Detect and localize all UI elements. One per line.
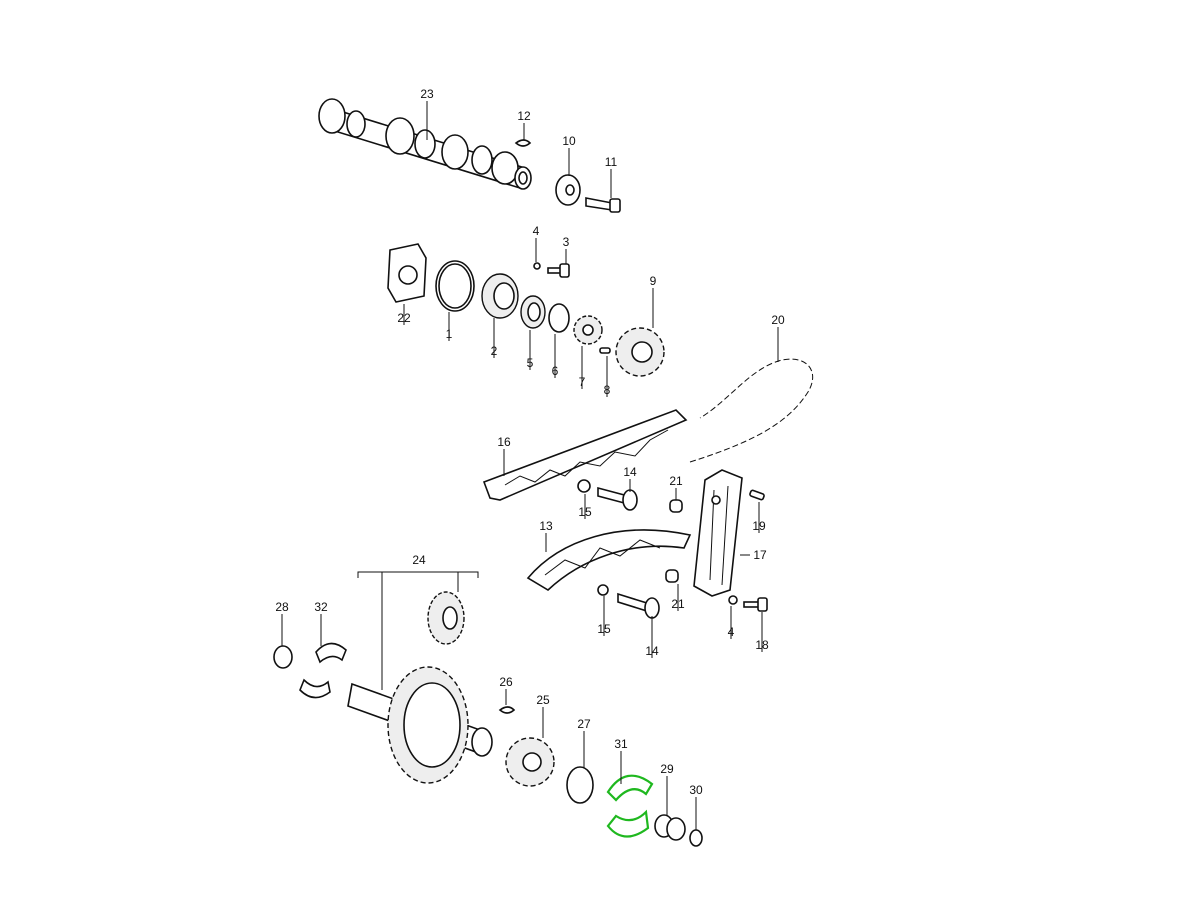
part-housing-2 — [481, 273, 519, 319]
part-bolt-3 — [547, 263, 570, 278]
callout-15: 15 — [597, 622, 611, 636]
callout-7: 7 — [579, 375, 586, 389]
part-bearing-shells-32 — [299, 642, 347, 699]
callout-15: 15 — [578, 505, 592, 519]
part-sprocket-7 — [573, 315, 603, 345]
callout-10: 10 — [562, 134, 576, 148]
part-ring-6 — [548, 303, 570, 333]
callout-1: 1 — [446, 327, 453, 341]
callout-17: 17 — [753, 548, 767, 562]
callout-18: 18 — [755, 638, 769, 652]
callout-23: 23 — [420, 87, 434, 101]
part-washer-4b — [728, 595, 738, 605]
part-bearing-pin-14b — [617, 592, 660, 619]
part-circlip-27 — [566, 766, 594, 804]
callout-26: 26 — [499, 675, 513, 689]
callout-3: 3 — [563, 235, 570, 249]
part-washer-10 — [555, 174, 581, 206]
callout-19: 19 — [752, 519, 766, 533]
callout-2: 2 — [491, 344, 498, 358]
part-circlip-30 — [689, 829, 703, 847]
callout-21: 21 — [669, 474, 683, 488]
part-bearing-pin-14 — [597, 486, 638, 511]
callout-8: 8 — [604, 383, 611, 397]
part-washer-15b — [597, 584, 609, 596]
callout-20: 20 — [771, 313, 785, 327]
callout-29: 29 — [660, 762, 674, 776]
part-tensioner-rail-17 — [693, 469, 743, 597]
callout-31: 31 — [614, 737, 628, 751]
part-gear-small-24 — [427, 591, 465, 645]
part-sprocket-9 — [615, 327, 665, 377]
callout-6: 6 — [552, 364, 559, 378]
part-bushing-21 — [669, 499, 683, 513]
callout-4: 4 — [533, 224, 540, 238]
callout-24: 24 — [412, 553, 426, 567]
callout-27: 27 — [577, 717, 591, 731]
callout-14: 14 — [645, 644, 659, 658]
callout-labels: 2312101143922125678201614211915131724212… — [275, 87, 785, 830]
callout-5: 5 — [527, 356, 534, 370]
part-circlip-28 — [273, 645, 293, 669]
callout-13: 13 — [539, 519, 553, 533]
callout-4: 4 — [728, 625, 735, 639]
part-key-26 — [498, 706, 516, 714]
callout-28: 28 — [275, 600, 289, 614]
callout-14: 14 — [623, 465, 637, 479]
part-bearing-shells-31-highlighted — [606, 774, 654, 838]
callout-11: 11 — [605, 155, 618, 169]
part-washer-15 — [577, 479, 591, 493]
part-woodruff-key-12 — [514, 139, 532, 147]
part-guide-rail-16 — [482, 409, 688, 501]
callout-22: 22 — [397, 311, 411, 325]
part-pin-8 — [599, 347, 611, 354]
callout-16: 16 — [497, 435, 511, 449]
part-intermediate-shaft-24 — [347, 666, 493, 784]
part-tensioner-rail-13 — [526, 529, 692, 591]
part-pin-19 — [749, 489, 765, 501]
callout-21: 21 — [671, 597, 685, 611]
part-sprocket-25 — [505, 737, 555, 787]
part-seal-5 — [520, 295, 546, 329]
part-bushing-29 — [654, 814, 686, 841]
part-bolt-11 — [585, 197, 621, 213]
part-timing-chain-20 — [689, 358, 814, 463]
part-bushing-21b — [665, 569, 679, 583]
part-gasket-22 — [387, 243, 427, 303]
callout-9: 9 — [650, 274, 657, 288]
part-bolt-18 — [743, 597, 768, 612]
bracket-24 — [357, 571, 479, 578]
callout-30: 30 — [689, 783, 703, 797]
part-washer-4 — [533, 262, 541, 270]
part-camshaft — [318, 98, 532, 190]
callout-25: 25 — [536, 693, 550, 707]
callout-12: 12 — [517, 109, 531, 123]
part-o-ring-1 — [435, 260, 475, 312]
callout-32: 32 — [314, 600, 328, 614]
